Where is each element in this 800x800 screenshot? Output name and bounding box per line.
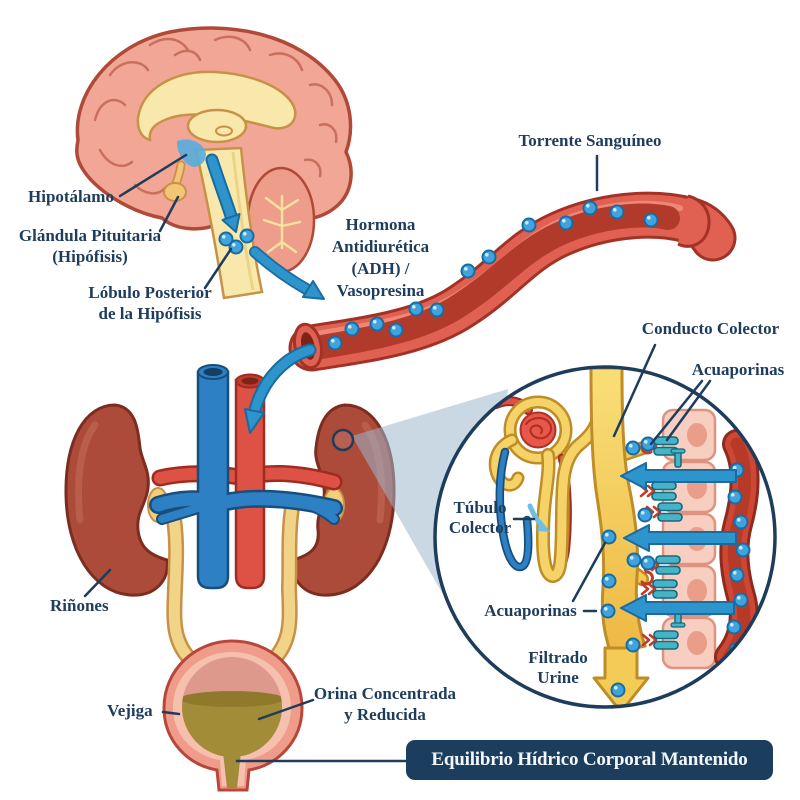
collecting-tubule-label: Túbulo Colector bbox=[435, 498, 525, 538]
renal-artery bbox=[151, 373, 343, 590]
filtrate-down-arrow bbox=[592, 646, 650, 707]
filtrate-label: Filtrado Urine bbox=[512, 648, 604, 688]
corpus-callosum bbox=[136, 70, 297, 142]
pointer-lines bbox=[83, 153, 712, 763]
urine-line2: y Reducida bbox=[344, 705, 426, 724]
filtrate-line2: Urine bbox=[537, 668, 579, 687]
pituitary-label-line2: (Hipófisis) bbox=[52, 247, 128, 266]
urine-line1: Orina Concentrada bbox=[313, 684, 457, 703]
posterior-lobe-label: Lóbulo Posterior de la Hipófisis bbox=[70, 282, 230, 324]
pituitary-label-line1: Glándula Pituitaria bbox=[18, 226, 162, 245]
posterior-lobe-line2: de la Hipófisis bbox=[98, 304, 202, 323]
cerebellum-arbor bbox=[262, 194, 302, 254]
magnifier-circle bbox=[331, 428, 355, 452]
bladder-illustration bbox=[162, 639, 304, 792]
inset-circle-border bbox=[433, 365, 777, 709]
kidneys-label: Riñones bbox=[50, 596, 109, 615]
hormone-line2: Antidiurética bbox=[331, 237, 430, 256]
aquaporin-channels bbox=[639, 435, 686, 651]
water-reabsorption-arrows bbox=[620, 462, 737, 622]
aquaporins-inner-label: Acuaporinas bbox=[484, 601, 577, 620]
adh-molecule-dot bbox=[228, 239, 244, 255]
adh-molecule-dot bbox=[239, 228, 255, 244]
posterior-lobe-line1: Lóbulo Posterior bbox=[88, 283, 212, 302]
adh-release-arrow bbox=[249, 246, 325, 300]
hypothalamus-region bbox=[176, 139, 206, 167]
pituitary-label: Glándula Pituitaria (Hipófisis) bbox=[0, 225, 180, 267]
pituitary-gland bbox=[163, 182, 187, 202]
blood-to-kidney-arrow bbox=[244, 343, 317, 434]
bladder-label: Vejiga bbox=[107, 701, 153, 720]
tubule-line1: Túbulo bbox=[453, 498, 507, 517]
urine-label: Orina Concentrada y Reducida bbox=[300, 683, 470, 725]
bloodstream-vessel bbox=[288, 191, 737, 372]
water-balance-banner: Equilibrio Hídrico Corporal Mantenido bbox=[406, 740, 773, 780]
nephron-inset bbox=[433, 365, 777, 709]
banner-text: Equilibrio Hídrico Corporal Mantenido bbox=[431, 749, 748, 770]
renal-vein bbox=[149, 364, 343, 590]
bloodstream-label: Torrente Sanguíneo bbox=[518, 131, 662, 150]
peritubular-capillary bbox=[714, 429, 760, 672]
hormone-line3: (ADH) / bbox=[351, 259, 410, 278]
kidneys-illustration bbox=[64, 343, 508, 665]
filtrate-line1: Filtrado bbox=[528, 648, 588, 667]
tubule-line2: Colector bbox=[448, 518, 512, 537]
brain-gyri bbox=[93, 35, 338, 195]
adh-transport-arrow bbox=[205, 153, 241, 233]
left-kidney bbox=[64, 403, 169, 597]
hormone-line4: Vasopresina bbox=[336, 281, 425, 300]
ureters bbox=[164, 500, 300, 665]
thalamus bbox=[186, 108, 248, 144]
aquaporins-top-label: Acuaporinas bbox=[691, 360, 785, 379]
hormone-label: Hormona Antidiurética (ADH) / Vasopresin… bbox=[308, 214, 453, 302]
hormone-line1: Hormona bbox=[345, 215, 416, 234]
collecting-duct-label: Conducto Colector bbox=[641, 319, 780, 338]
hypothalamus-label: Hipotálamo bbox=[28, 187, 114, 206]
